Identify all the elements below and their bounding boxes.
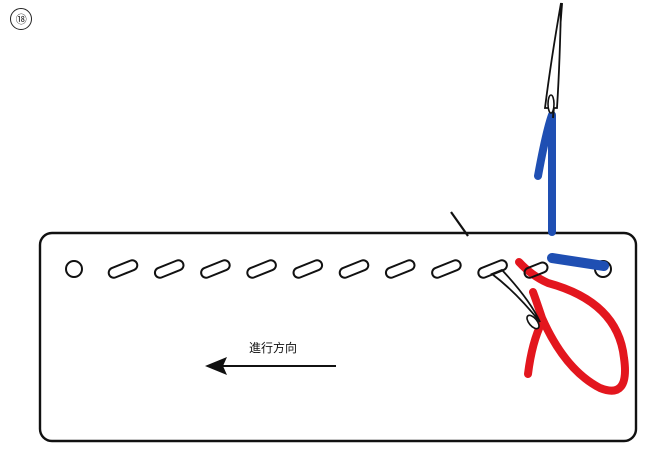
needle-icon	[543, 2, 563, 119]
awl-mark	[450, 211, 469, 237]
red-thread-tail	[524, 318, 546, 378]
round-hole-left	[65, 260, 83, 278]
stitch-slot	[338, 259, 370, 279]
stitch-slot	[246, 259, 277, 279]
direction-label: 進行方向	[249, 341, 298, 355]
stitch-slot	[523, 261, 549, 279]
red-thread-loop	[515, 258, 629, 395]
stitch-slot	[200, 259, 231, 279]
stitch-slot	[477, 259, 508, 279]
stitching-slots	[107, 259, 549, 279]
stitch-slot	[107, 259, 139, 279]
step-number-badge: ⑱	[10, 8, 32, 30]
blue-thread-lower	[547, 253, 609, 271]
stitch-slot	[153, 259, 185, 279]
needle-icon	[490, 268, 541, 330]
step-number: ⑱	[15, 13, 27, 26]
leather-strip	[38, 231, 638, 443]
stitch-slot	[292, 259, 324, 279]
blue-thread-upper	[534, 111, 556, 236]
direction-arrow-icon	[205, 357, 336, 375]
stitch-slot	[384, 259, 416, 279]
stitch-slot	[431, 259, 462, 279]
